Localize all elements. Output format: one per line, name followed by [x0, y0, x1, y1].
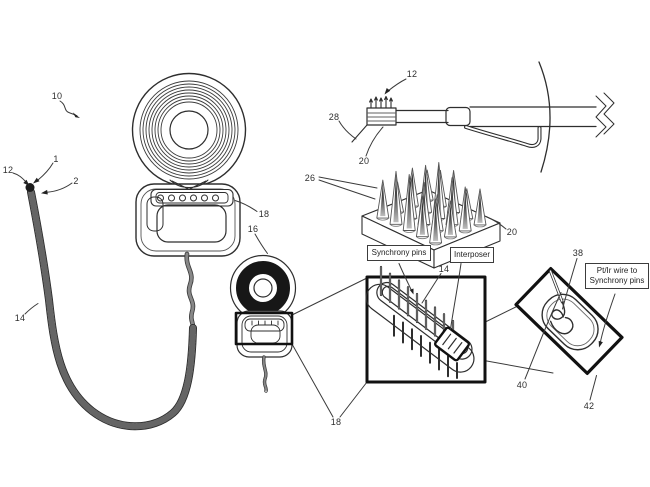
ref-10: 10: [51, 91, 63, 101]
ref-12-lead: 12: [2, 165, 14, 175]
small-implant: [229, 254, 297, 393]
leader-arrowheads: [23, 88, 603, 348]
inset-ptir-wire: [514, 267, 624, 375]
electrode-lead: [25, 183, 197, 431]
ref-42: 42: [583, 401, 595, 411]
tool-tip-pins: [369, 95, 393, 109]
ref-16: 16: [247, 224, 259, 234]
zoom-region-box: [234, 311, 294, 346]
leader-lines: [12, 78, 616, 401]
main-implant-lead-strain-relief: [184, 251, 196, 330]
ref-26: 26: [304, 173, 316, 183]
ref-40: 40: [516, 380, 528, 390]
insertion-tool: [351, 61, 615, 173]
ref-20-tool: 20: [358, 156, 370, 166]
interposer-part: [434, 326, 470, 362]
feedthrough-pin-dots: [157, 194, 219, 202]
ref-18-device: 18: [258, 209, 270, 219]
ref-14-inset: 14: [438, 264, 450, 274]
skin-arc: [538, 61, 551, 173]
ref-20-array: 20: [506, 227, 518, 237]
callout-ptir-wire: Pt/Ir wire to Synchrony pins: [585, 263, 649, 289]
ref-38: 38: [572, 248, 584, 258]
callout-synchrony-pins: Synchrony pins: [367, 245, 431, 261]
ref-12-tool: 12: [406, 69, 418, 79]
ref-2: 2: [73, 176, 79, 186]
lead-ball-electrode: [25, 183, 35, 192]
callout-interposer: Interposer: [450, 247, 495, 263]
inset-feedthrough: [365, 265, 487, 384]
ref-28: 28: [328, 112, 340, 122]
main-coil-rings: [139, 80, 239, 180]
microneedle-spikes: [376, 162, 487, 246]
ref-18-inset: 18: [330, 417, 342, 427]
ref-1: 1: [53, 154, 59, 164]
main-implant: [131, 72, 247, 257]
ref-14-lead: 14: [14, 313, 26, 323]
